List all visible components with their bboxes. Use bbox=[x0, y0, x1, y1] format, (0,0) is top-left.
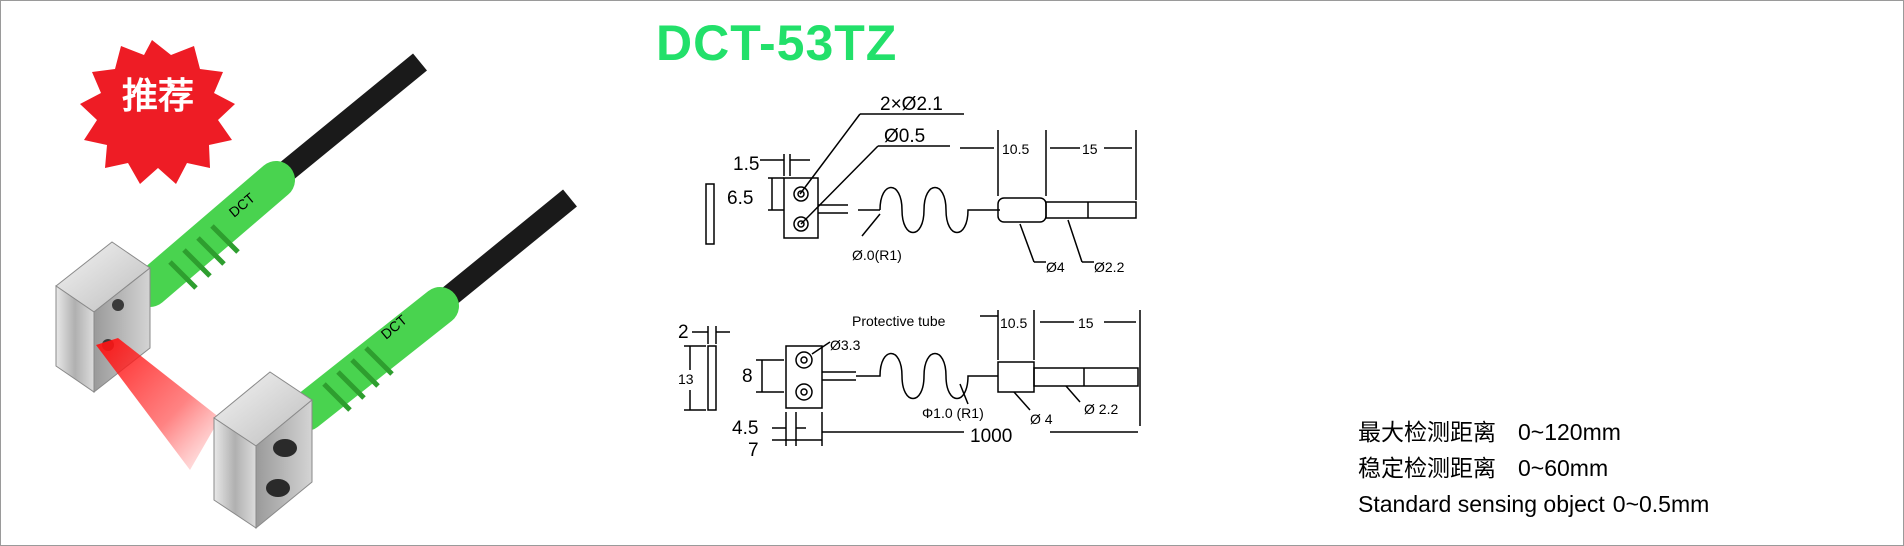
side-plate-top bbox=[705, 183, 715, 245]
coil-top bbox=[879, 186, 1000, 234]
sensor-head-lower bbox=[213, 371, 313, 530]
drawing-top bbox=[705, 113, 1137, 263]
spec-row-max: 最大检测距离 0~120mm bbox=[1358, 414, 1709, 450]
fiber-cable-upper: DCT bbox=[131, 53, 427, 307]
label-bend-bottom: Φ1.0 (R1) bbox=[922, 405, 984, 421]
spec-label: 稳定检测距离 bbox=[1358, 455, 1496, 481]
spec-row-object: Standard sensing object 0~0.5mm bbox=[1358, 486, 1709, 522]
label-bend-top: Ø.0(R1) bbox=[852, 247, 902, 263]
recommend-badge: 推荐 bbox=[80, 40, 235, 184]
label-dia-b-bottom: Ø 2.2 bbox=[1084, 401, 1118, 417]
bracket-bottom bbox=[785, 345, 823, 409]
label-dia-a-bottom: Ø 4 bbox=[1030, 411, 1053, 427]
spec-value: 0~120mm bbox=[1518, 419, 1621, 445]
label-len-a-bottom: 10.5 bbox=[1000, 315, 1027, 331]
light-beam bbox=[96, 338, 220, 470]
coil-bottom bbox=[856, 352, 998, 400]
side-plate-bottom bbox=[707, 345, 717, 411]
label-len-a-top: 10.5 bbox=[1002, 141, 1029, 157]
bracket-top bbox=[783, 177, 819, 239]
fiber-cable-lower: DCT bbox=[287, 189, 577, 431]
label-pitch: 8 bbox=[742, 366, 753, 387]
label-len-b-bottom: 15 bbox=[1078, 315, 1094, 331]
label-total-length: 1000 bbox=[970, 426, 1012, 447]
label-len-b-top: 15 bbox=[1082, 141, 1098, 157]
label-dia-b-top: Ø2.2 bbox=[1094, 259, 1125, 275]
label-dia-a-top: Ø4 bbox=[1046, 259, 1065, 275]
label-height-outer: 13 bbox=[678, 371, 694, 387]
drawing-bottom bbox=[684, 310, 1141, 446]
label-thickness: 2 bbox=[678, 322, 689, 343]
spec-list: 最大检测距离 0~120mm 稳定检测距离 0~60mm Standard sens… bbox=[1358, 414, 1709, 522]
spec-row-stable: 稳定检测距离 0~60mm bbox=[1358, 450, 1709, 486]
label-hole-dia: Ø3.3 bbox=[830, 337, 861, 353]
spec-value: 0~60mm bbox=[1518, 455, 1609, 481]
label-protective-tube: Protective tube bbox=[852, 313, 946, 329]
model-title: DCT-53TZ bbox=[656, 15, 898, 71]
label-width-b: 7 bbox=[748, 440, 759, 461]
spec-value: 0~0.5mm bbox=[1612, 491, 1710, 517]
label-fiber-dia: Ø0.5 bbox=[884, 126, 925, 147]
label-holes: 2×Ø2.1 bbox=[880, 94, 943, 115]
spec-label: Standard sensing object bbox=[1358, 491, 1605, 517]
spec-label: 最大检测距离 bbox=[1358, 419, 1496, 445]
label-height-top: 6.5 bbox=[727, 188, 753, 209]
label-width-a: 4.5 bbox=[732, 418, 758, 439]
badge-text: 推荐 bbox=[122, 76, 194, 117]
label-width-top: 1.5 bbox=[733, 154, 759, 175]
